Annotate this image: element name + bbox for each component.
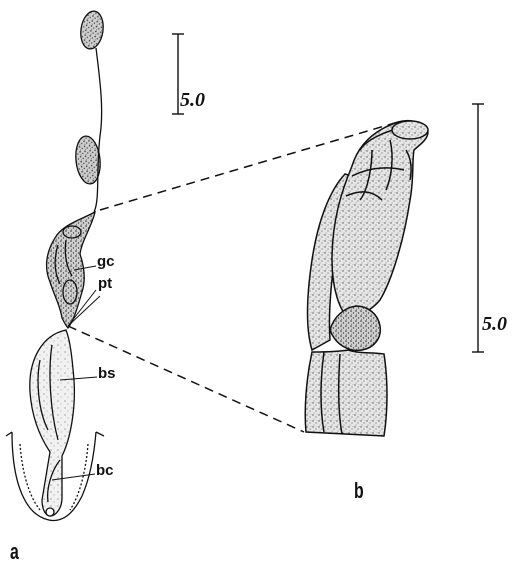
label-gc: gc bbox=[97, 254, 115, 269]
top-oval-body bbox=[78, 10, 105, 51]
scale-label-b: 5.0 bbox=[482, 314, 507, 334]
label-bs: bs bbox=[98, 366, 116, 381]
panel-b-drawing bbox=[305, 121, 428, 436]
enlarged-main-body bbox=[332, 121, 428, 318]
panel-label-b: b bbox=[354, 480, 364, 502]
enlarged-stem bbox=[305, 350, 387, 436]
panel-a-drawing bbox=[6, 10, 106, 521]
scale-label-a: 5.0 bbox=[180, 90, 205, 110]
stalk bbox=[94, 48, 102, 212]
label-pt: pt bbox=[98, 276, 112, 291]
blastostyle bbox=[30, 330, 75, 516]
panel-label-a: a bbox=[10, 541, 19, 563]
label-bc: bc bbox=[96, 463, 114, 478]
